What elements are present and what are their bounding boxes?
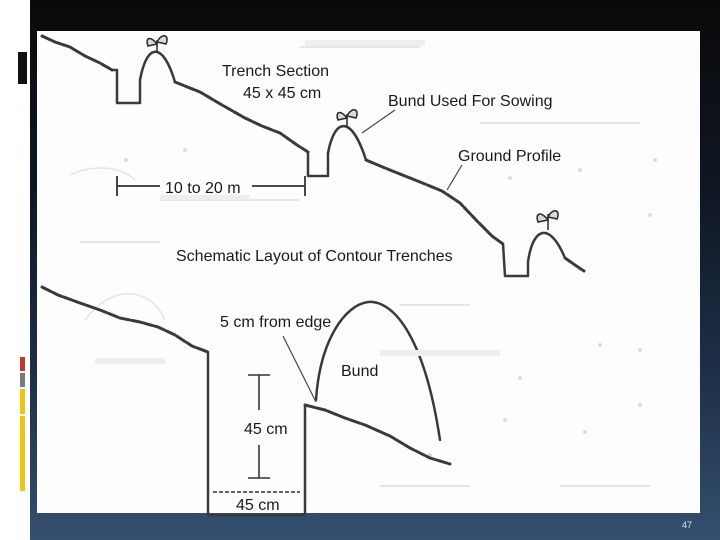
trench-section-size-label: 45 x 45 cm [243, 85, 321, 102]
top-marker [18, 52, 27, 84]
upper-slope-profile [40, 34, 586, 278]
trench-section-label: Trench Section [222, 63, 329, 80]
trench-detail-profile [40, 285, 452, 517]
left-margin-strip [0, 0, 30, 540]
annotation-leaders-top [361, 109, 463, 191]
seedling-icon [336, 109, 358, 127]
accent-bar-red [20, 357, 25, 371]
seedling-icon [536, 210, 559, 230]
accent-bar-gray [20, 373, 25, 387]
trench-depth-dimension [248, 374, 270, 479]
spacing-dimension [116, 176, 306, 196]
ground-profile-label: Ground Profile [458, 148, 561, 165]
scan-ghost-marks [69, 46, 657, 487]
seedling-icon [146, 35, 168, 53]
diagram-title: Schematic Layout of Contour Trenches [176, 248, 453, 265]
bund-for-sowing-label: Bund Used For Sowing [388, 93, 553, 110]
scan-ghost-lettering [95, 40, 500, 364]
page-number: 47 [682, 520, 693, 530]
edge-leader [282, 335, 317, 403]
trench-depth-label: 45 cm [244, 421, 288, 438]
scanned-diagram-panel [37, 31, 700, 513]
accent-bar-yellow-long [20, 416, 25, 491]
spacing-label: 10 to 20 m [165, 180, 241, 197]
trench-width-label: 45 cm [236, 497, 280, 514]
accent-bar-yellow [20, 389, 25, 414]
edge-distance-label: 5 cm from edge [220, 314, 331, 331]
bund-label: Bund [341, 363, 378, 380]
